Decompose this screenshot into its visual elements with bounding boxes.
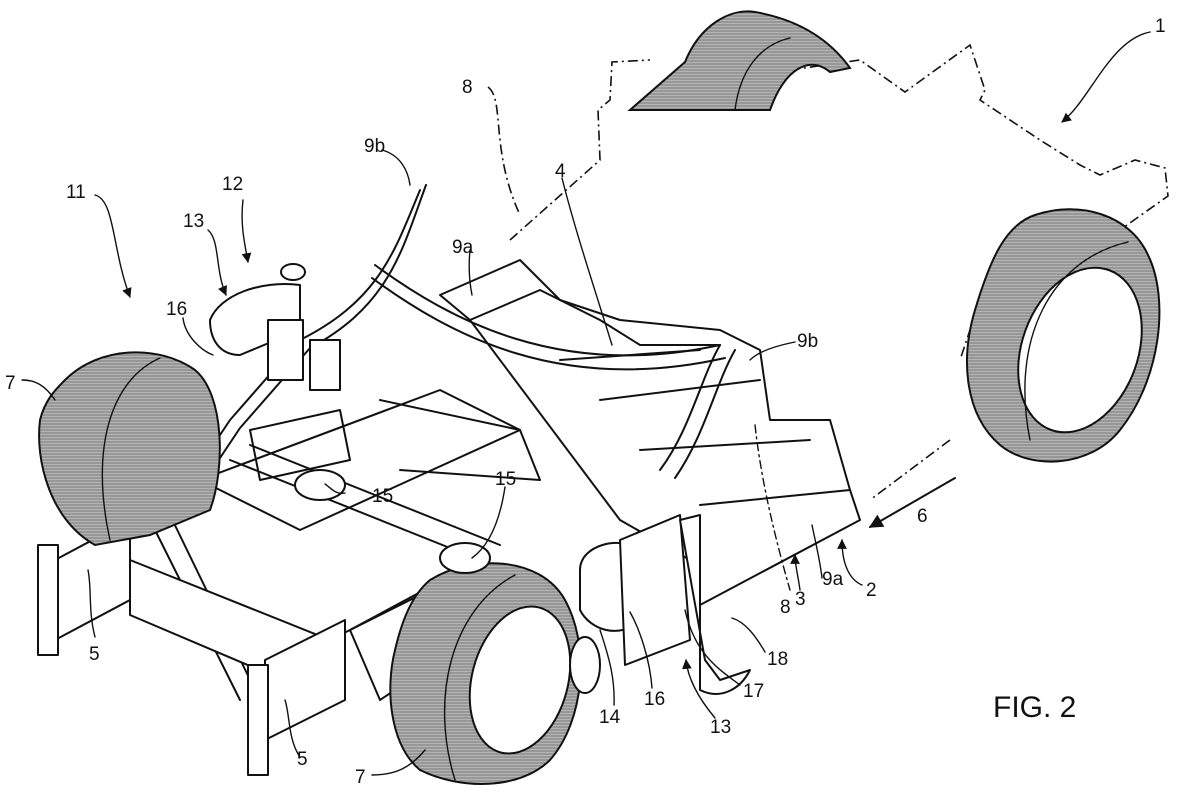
label-13-bottom: 13 bbox=[710, 717, 731, 738]
figure-caption: FIG. 2 bbox=[993, 691, 1076, 724]
rear-top-tire bbox=[627, 10, 852, 111]
label-2: 2 bbox=[866, 580, 877, 601]
label-16-top: 16 bbox=[166, 299, 187, 320]
side-duct-left bbox=[209, 263, 341, 391]
inner-components bbox=[249, 399, 541, 574]
bumper-blocks bbox=[37, 519, 346, 776]
label-6: 6 bbox=[917, 506, 928, 527]
label-15-left: 15 bbox=[372, 486, 393, 507]
label-4: 4 bbox=[555, 161, 566, 182]
label-3: 3 bbox=[795, 589, 806, 610]
label-17: 17 bbox=[743, 681, 764, 702]
label-1: 1 bbox=[1155, 16, 1166, 37]
reference-labels: 1 2 3 4 5 5 6 7 7 8 8 9a 9a 9b 9b 11 12 … bbox=[5, 16, 1166, 788]
label-16-bottom: 16 bbox=[644, 689, 665, 710]
label-9b-top: 9b bbox=[364, 136, 385, 157]
label-7-bottom: 7 bbox=[355, 767, 366, 788]
label-15-right: 15 bbox=[495, 469, 516, 490]
label-8-bottom: 8 bbox=[780, 597, 791, 618]
front-left-tire bbox=[38, 351, 221, 547]
label-9b-right: 9b bbox=[797, 331, 818, 352]
label-12: 12 bbox=[222, 174, 243, 195]
label-8-top: 8 bbox=[462, 77, 473, 98]
leader-lines bbox=[21, 31, 1151, 776]
front-right-tire bbox=[389, 562, 582, 785]
label-9a-bottom: 9a bbox=[822, 569, 844, 590]
label-13-top: 13 bbox=[183, 211, 204, 232]
rear-right-tire bbox=[966, 208, 1161, 463]
label-11: 11 bbox=[66, 182, 86, 203]
label-14: 14 bbox=[599, 707, 621, 728]
label-7-left: 7 bbox=[5, 373, 16, 394]
label-5-left: 5 bbox=[89, 644, 100, 665]
label-5-right: 5 bbox=[297, 749, 308, 770]
label-9a-top: 9a bbox=[452, 237, 474, 258]
label-18: 18 bbox=[767, 649, 788, 670]
